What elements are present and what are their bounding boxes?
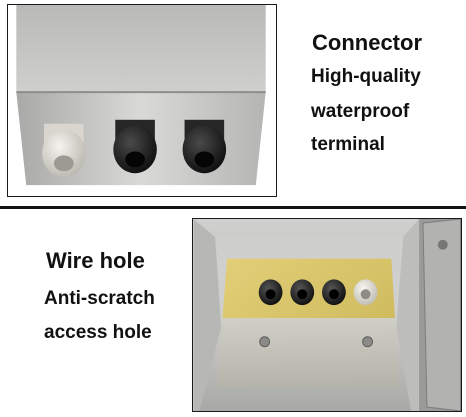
interior-white-gland [353, 279, 378, 306]
wire-hole-feature-line-2: access hole [44, 322, 152, 343]
section-divider [0, 206, 466, 209]
enclosure-top-face [16, 5, 266, 93]
interior-black-gland-3 [322, 279, 346, 306]
enclosure-interior-photo [192, 218, 462, 412]
wire-hole-feature-line-1: Anti-scratch [44, 288, 155, 309]
white-cable-gland [42, 123, 86, 178]
mounting-screw-left [259, 336, 271, 348]
enclosure-door [422, 219, 461, 411]
connector-heading: Connector [312, 30, 422, 55]
door-hinge [437, 239, 448, 250]
interior-black-gland-1 [258, 279, 283, 306]
black-cable-gland-2 [182, 119, 227, 174]
black-cable-gland-1 [113, 119, 157, 174]
connector-feature-line-3: terminal [311, 134, 385, 155]
mounting-screw-right [362, 336, 374, 348]
interior-black-gland-2 [290, 279, 315, 306]
connector-feature-line-1: High-quality [311, 66, 421, 87]
connector-feature-line-2: waterproof [311, 101, 410, 122]
wire-hole-heading: Wire hole [46, 248, 145, 273]
enclosure-connector-photo [7, 4, 277, 197]
enclosure-bottom-wall [199, 317, 412, 411]
